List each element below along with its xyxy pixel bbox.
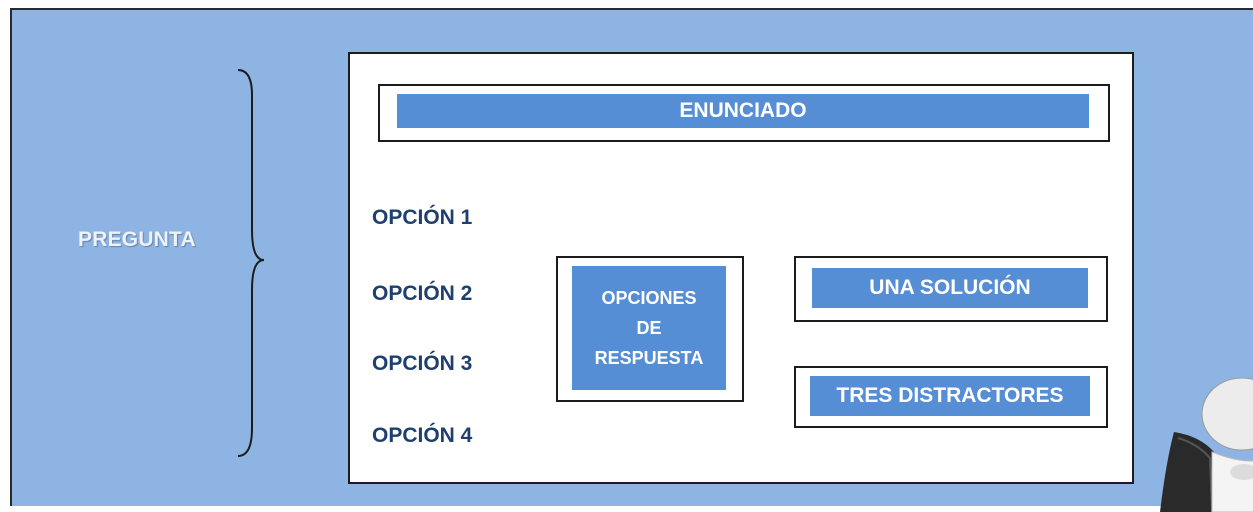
option-4: OPCIÓN 4 [372, 424, 473, 447]
3d-figure-icon [1160, 377, 1253, 512]
option-3: OPCIÓN 3 [372, 352, 473, 375]
question-brace-icon [237, 69, 265, 457]
answer-options-line-1: OPCIONES [601, 288, 697, 308]
answer-options-box: OPCIONES DE RESPUESTA [572, 266, 726, 390]
question-label: PREGUNTA [78, 228, 196, 251]
answer-options-line-3: RESPUESTA [594, 348, 704, 368]
option-1: OPCIÓN 1 [372, 206, 473, 229]
solution-bar: UNA SOLUCIÓN [812, 268, 1088, 308]
distractors-bar: TRES DISTRACTORES [810, 376, 1090, 416]
option-2: OPCIÓN 2 [372, 282, 473, 305]
answer-options-line-2: DE [636, 318, 662, 338]
statement-bar: ENUNCIADO [397, 94, 1089, 128]
